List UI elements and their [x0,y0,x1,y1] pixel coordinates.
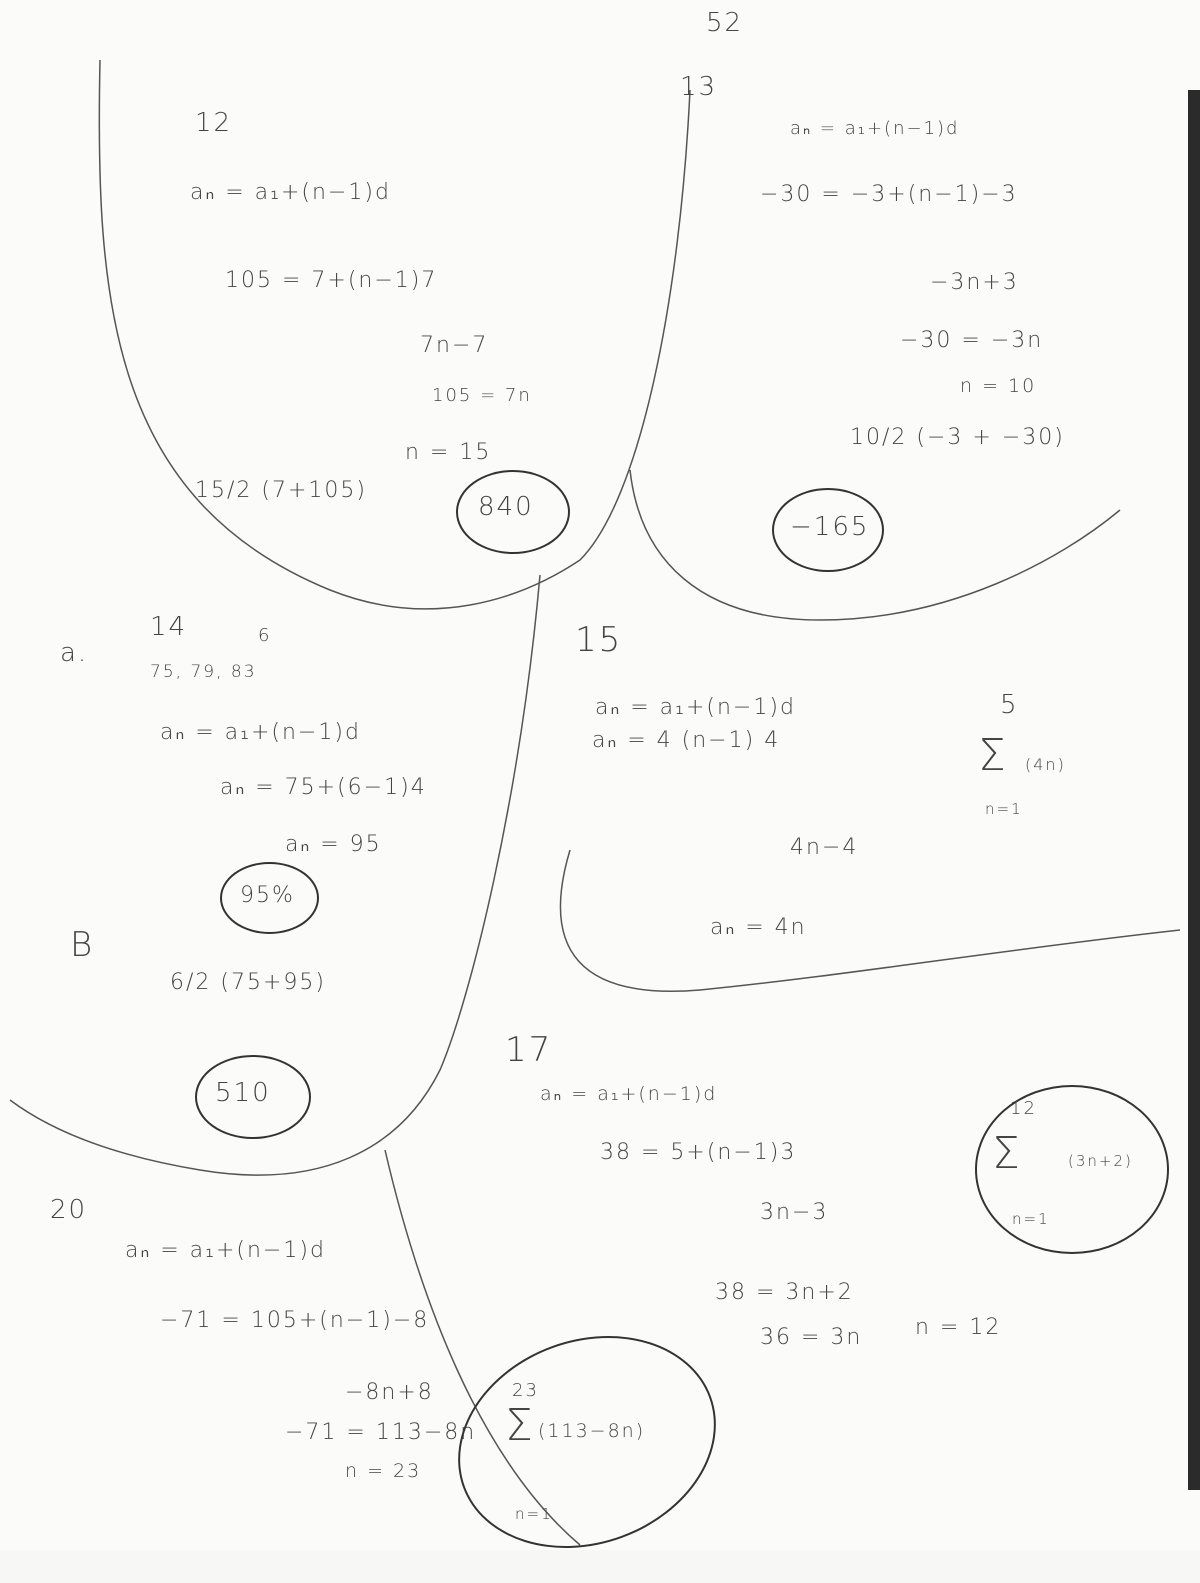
p13-substitution: −30 = −3+(n−1)−3 [760,182,1018,207]
p17-equation: 38 = 3n+2 [715,1280,854,1305]
p17-sigma-expr: (3n+2) [1068,1152,1133,1170]
p14-part-a: a. [60,638,89,668]
divider-17 [384,1149,581,1546]
p12-sum: 15/2 (7+105) [195,478,367,503]
section-dividers [9,59,1181,1546]
p14-formula: aₙ = a₁+(n−1)d [160,720,361,745]
problem-12-label: 12 [195,108,233,138]
p20-equation: −71 = 113−8n [285,1420,477,1445]
p12-n: n = 15 [405,440,492,465]
page-number: 52 [706,8,744,38]
page-edge-shadow [1188,90,1200,1490]
p15-sigma-icon: Σ [978,730,1008,781]
divider-15 [559,849,1181,992]
p12-formula: aₙ = a₁+(n−1)d [190,180,391,205]
p20-sigma-icon: Σ [505,1400,535,1451]
problem-13-label: 13 [680,72,718,102]
p17-formula: aₙ = a₁+(n−1)d [540,1083,718,1105]
p14-result: aₙ = 95 [285,832,382,857]
divider-12 [98,59,691,610]
p20-substitution: −71 = 105+(n−1)−8 [160,1308,430,1333]
p15-sigma-lower: n=1 [985,800,1023,818]
p12-answer-circle [456,470,570,554]
p14b-answer-circle [195,1055,311,1139]
notebook-page: 52 12 aₙ = a₁+(n−1)d 105 = 7+(n−1)7 7n−7… [9,8,1200,1583]
p20-n: n = 23 [345,1460,422,1482]
divider-13 [629,469,1121,621]
p15-formula: aₙ = a₁+(n−1)d [595,695,796,720]
problem-17-label: 17 [505,1030,553,1070]
p14a-answer: 95% [240,883,295,908]
p15-sigma-expr: (4n) [1025,755,1066,774]
p13-expand: −3n+3 [930,270,1019,295]
p15-substitution: aₙ = 4 (n−1) 4 [592,728,781,753]
p17-n: n = 12 [915,1315,1002,1340]
p13-n: n = 10 [960,375,1037,397]
p20-sigma-upper: 23 [512,1380,539,1401]
problem-14-label: 14 [150,612,188,642]
p12-answer: 840 [478,492,534,522]
p12-equation: 105 = 7n [432,385,532,406]
p15-sigma-upper: 5 [1000,690,1019,720]
p14-sequence: 75, 79, 83 [150,662,257,682]
p13-answer-circle [772,488,884,572]
divider-14-20 [9,574,541,1176]
p17-equation-2: 36 = 3n [760,1325,863,1350]
p14b-answer: 510 [215,1078,271,1108]
p12-substitution: 105 = 7+(n−1)7 [225,268,438,293]
p13-equation: −30 = −3n [900,328,1044,353]
p13-sum: 10/2 (−3 + −30) [850,425,1065,450]
p12-expand: 7n−7 [420,333,489,358]
p20-formula: aₙ = a₁+(n−1)d [125,1238,326,1263]
problem-20-label: 20 [50,1195,88,1225]
p20-expand: −8n+8 [345,1380,434,1405]
problem-15-label: 15 [575,620,623,660]
p14-sum: 6/2 (75+95) [170,970,326,995]
p14-n-value: 6 [258,625,272,646]
p13-formula: aₙ = a₁+(n−1)d [790,118,960,139]
p17-substitution: 38 = 5+(n−1)3 [600,1140,797,1165]
p14-substitution: aₙ = 75+(6−1)4 [220,775,427,800]
p17-sigma-upper: 12 [1010,1098,1037,1119]
p13-answer: −165 [790,512,870,542]
p20-sigma-expr: (113−8n) [538,1420,646,1442]
p15-result: aₙ = 4n [710,915,807,940]
p15-expand: 4n−4 [790,835,859,860]
p17-sigma-lower: n=1 [1012,1210,1050,1228]
p14a-answer-circle [220,862,319,934]
p17-sigma-circle [975,1085,1169,1254]
p20-sigma-lower: n=1 [515,1505,553,1523]
p17-expand: 3n−3 [760,1200,829,1225]
p17-sigma-icon: Σ [992,1128,1022,1179]
p14-part-b: B [70,925,95,965]
